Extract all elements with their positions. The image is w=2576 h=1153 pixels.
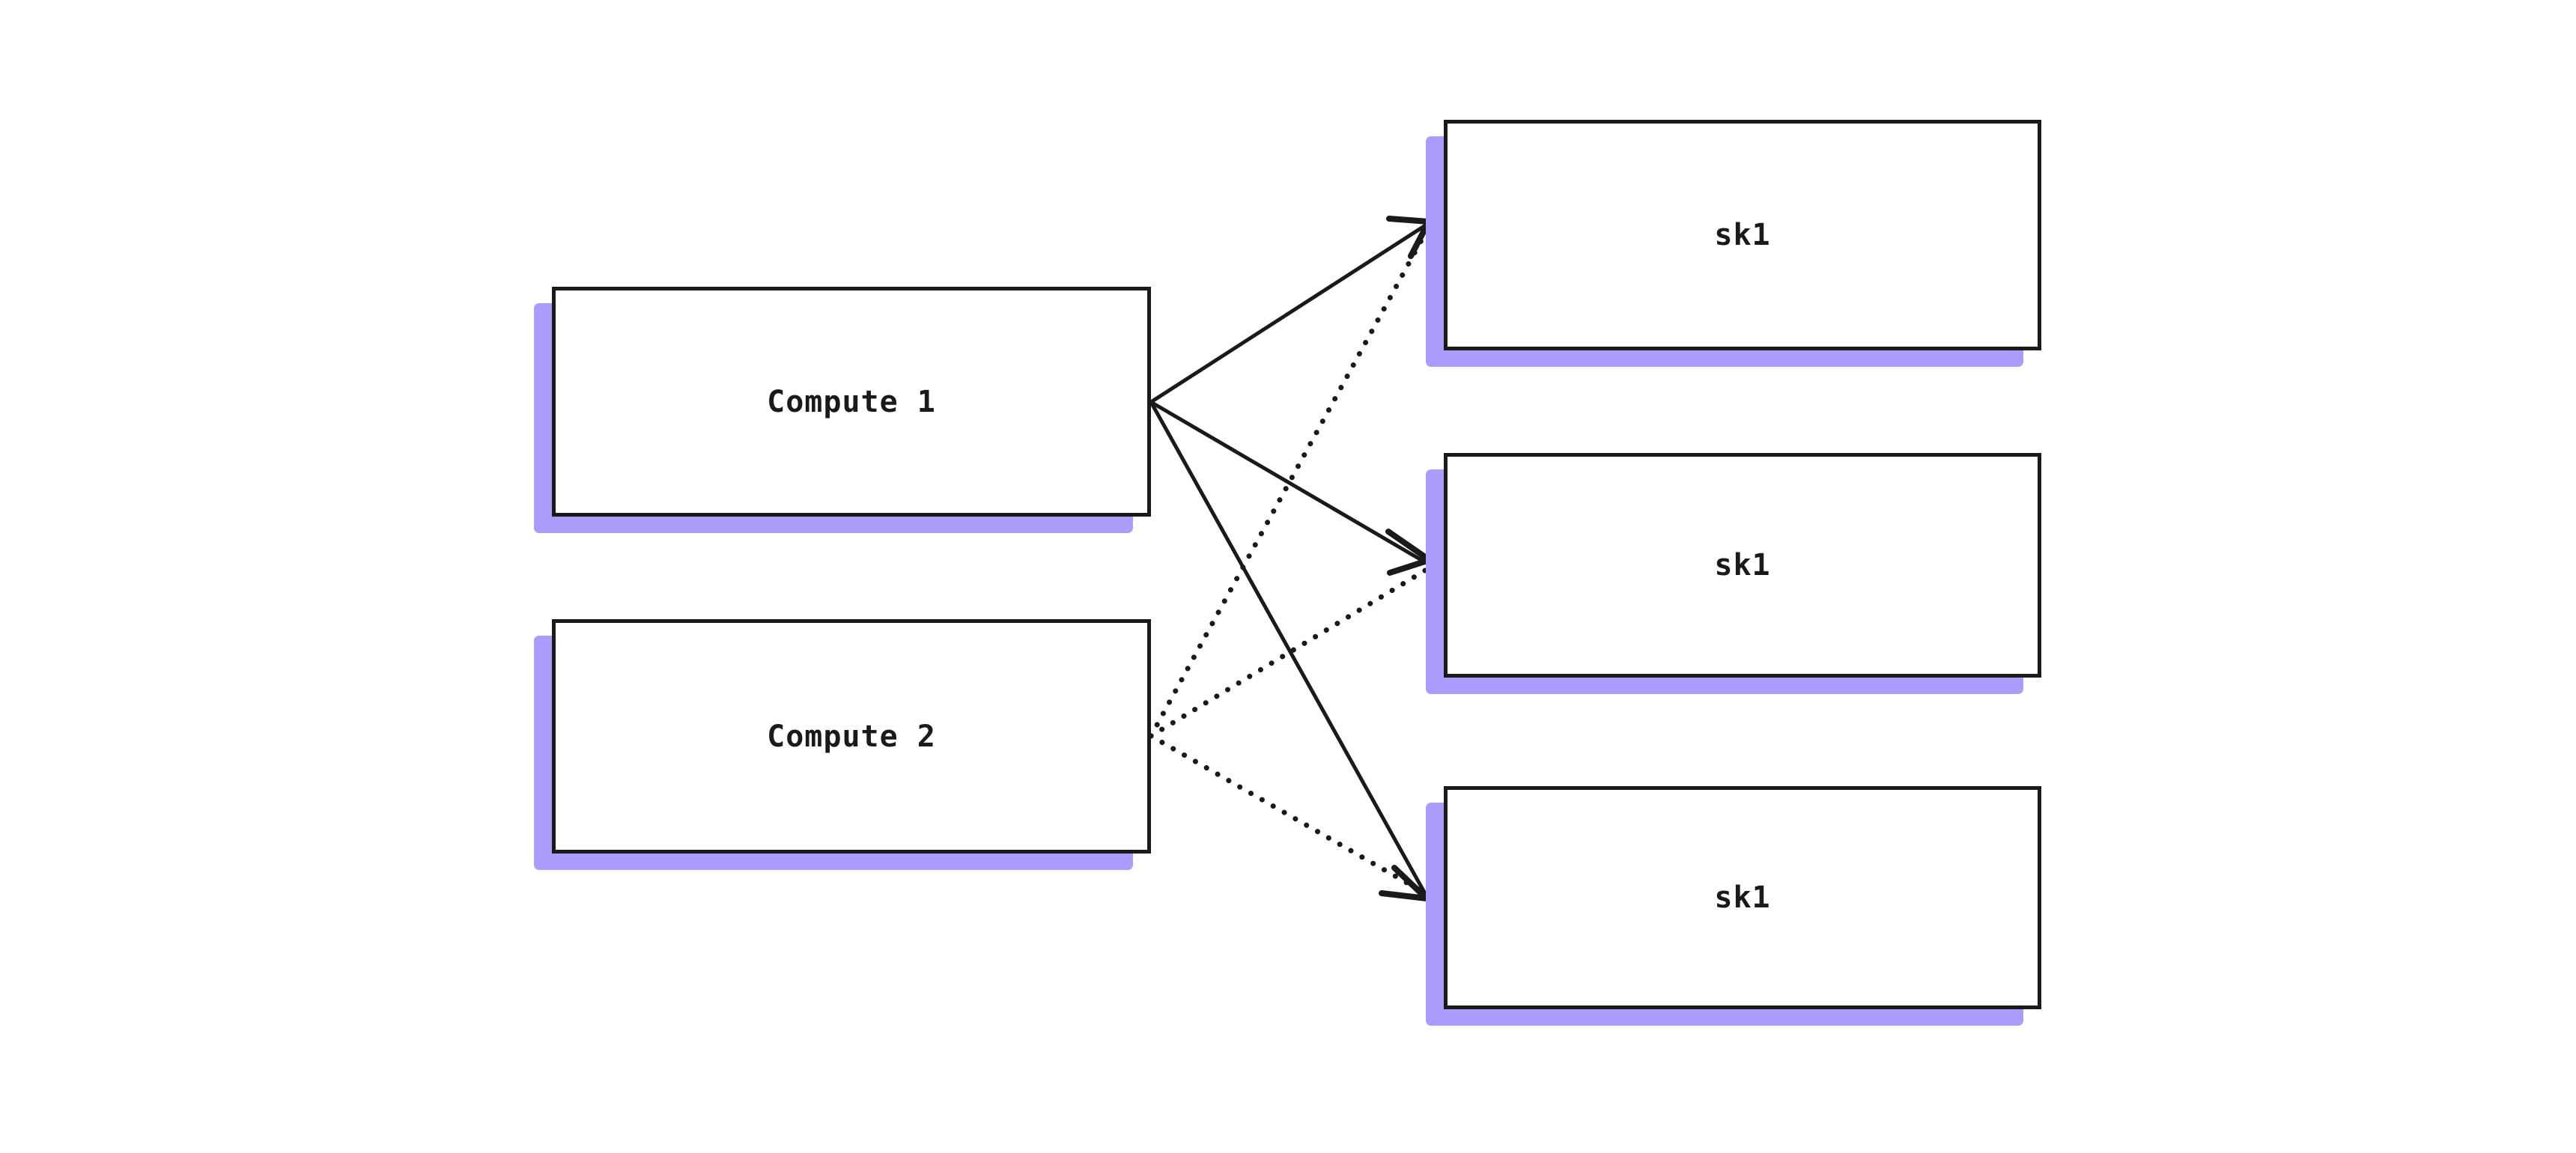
edge-compute1-sk1a [1149, 222, 1428, 404]
node-label-compute2: Compute 2 [767, 719, 936, 754]
edge-group-solid [1149, 216, 1433, 901]
edge-compute2-sk1b [1148, 568, 1428, 739]
node-label-sk1-b: sk1 [1714, 548, 1771, 582]
edge-compute1-sk1c [1149, 401, 1429, 898]
node-sk1-b[interactable]: sk1 [1444, 453, 2041, 678]
node-sk1-c[interactable]: sk1 [1444, 786, 2041, 1009]
edge-compute2-sk1a [1148, 231, 1428, 739]
edge-compute2-sk1c [1148, 733, 1428, 896]
arrowhead-compute1-sk1a [1386, 216, 1432, 259]
node-label-sk1-a: sk1 [1714, 218, 1771, 252]
node-compute1[interactable]: Compute 1 [552, 287, 1151, 517]
edge-compute1-sk1b [1149, 400, 1428, 565]
edge-group-dotted [1148, 231, 1428, 896]
node-label-sk1-c: sk1 [1714, 880, 1771, 915]
node-label-compute1: Compute 1 [767, 384, 936, 419]
arrowhead-compute1-sk1c [1379, 865, 1430, 901]
node-compute2[interactable]: Compute 2 [552, 619, 1151, 854]
arrowhead-compute1-sk1b [1385, 529, 1433, 576]
node-sk1-a[interactable]: sk1 [1444, 120, 2041, 350]
